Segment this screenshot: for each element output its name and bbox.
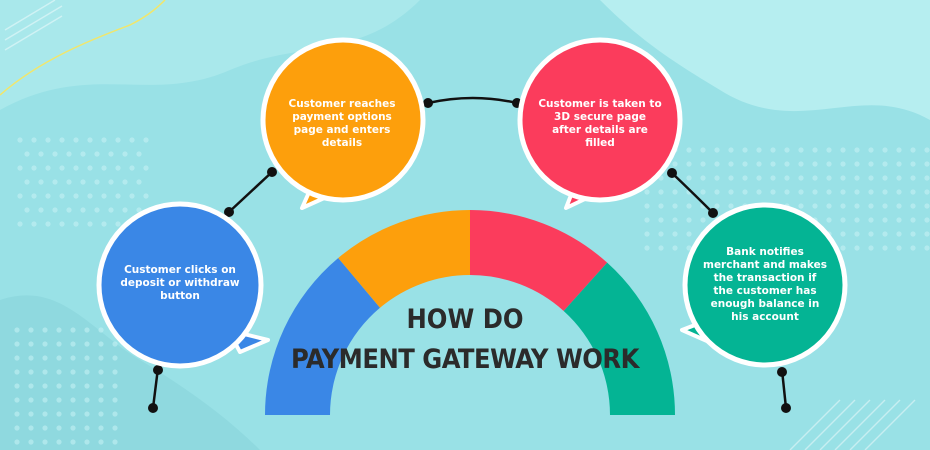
background-hatch-lines <box>4 0 916 450</box>
gauge-segment-red <box>470 210 608 311</box>
bubble-step-4 <box>680 202 848 368</box>
bubble-circle <box>517 37 683 203</box>
connector-blue-orange <box>228 171 273 213</box>
bubble-step-1 <box>96 201 270 369</box>
step-1-text: Customer clicks on deposit or withdraw b… <box>120 264 240 302</box>
title-line-1: HOW DO <box>406 304 524 335</box>
bubble-step-3 <box>517 37 683 210</box>
bubble-circle <box>96 201 264 369</box>
connector-orange-red <box>427 96 518 105</box>
bubble-circle <box>260 37 426 203</box>
bubble-step-2 <box>260 37 426 210</box>
title-line-2: PAYMENT GATEWAY WORK <box>291 344 639 375</box>
connector-lines <box>151 96 788 409</box>
decorative-curve <box>0 0 166 96</box>
gauge-segment-green <box>563 262 675 415</box>
bubble-circle <box>682 202 848 368</box>
step-4-text: Bank notifies merchant and makes the tra… <box>703 246 828 323</box>
gauge-segment-orange <box>338 210 470 308</box>
gauge-segment-blue <box>265 257 381 415</box>
step-2-text: Customer reaches payment options page an… <box>288 98 396 149</box>
step-3-text: Customer is taken to 3D secure page afte… <box>538 98 662 149</box>
background-blob-bottom-left <box>0 295 260 450</box>
gauge-arc <box>265 210 675 415</box>
background-blob-top-right <box>600 0 930 120</box>
background-blob-top-left <box>0 0 420 110</box>
